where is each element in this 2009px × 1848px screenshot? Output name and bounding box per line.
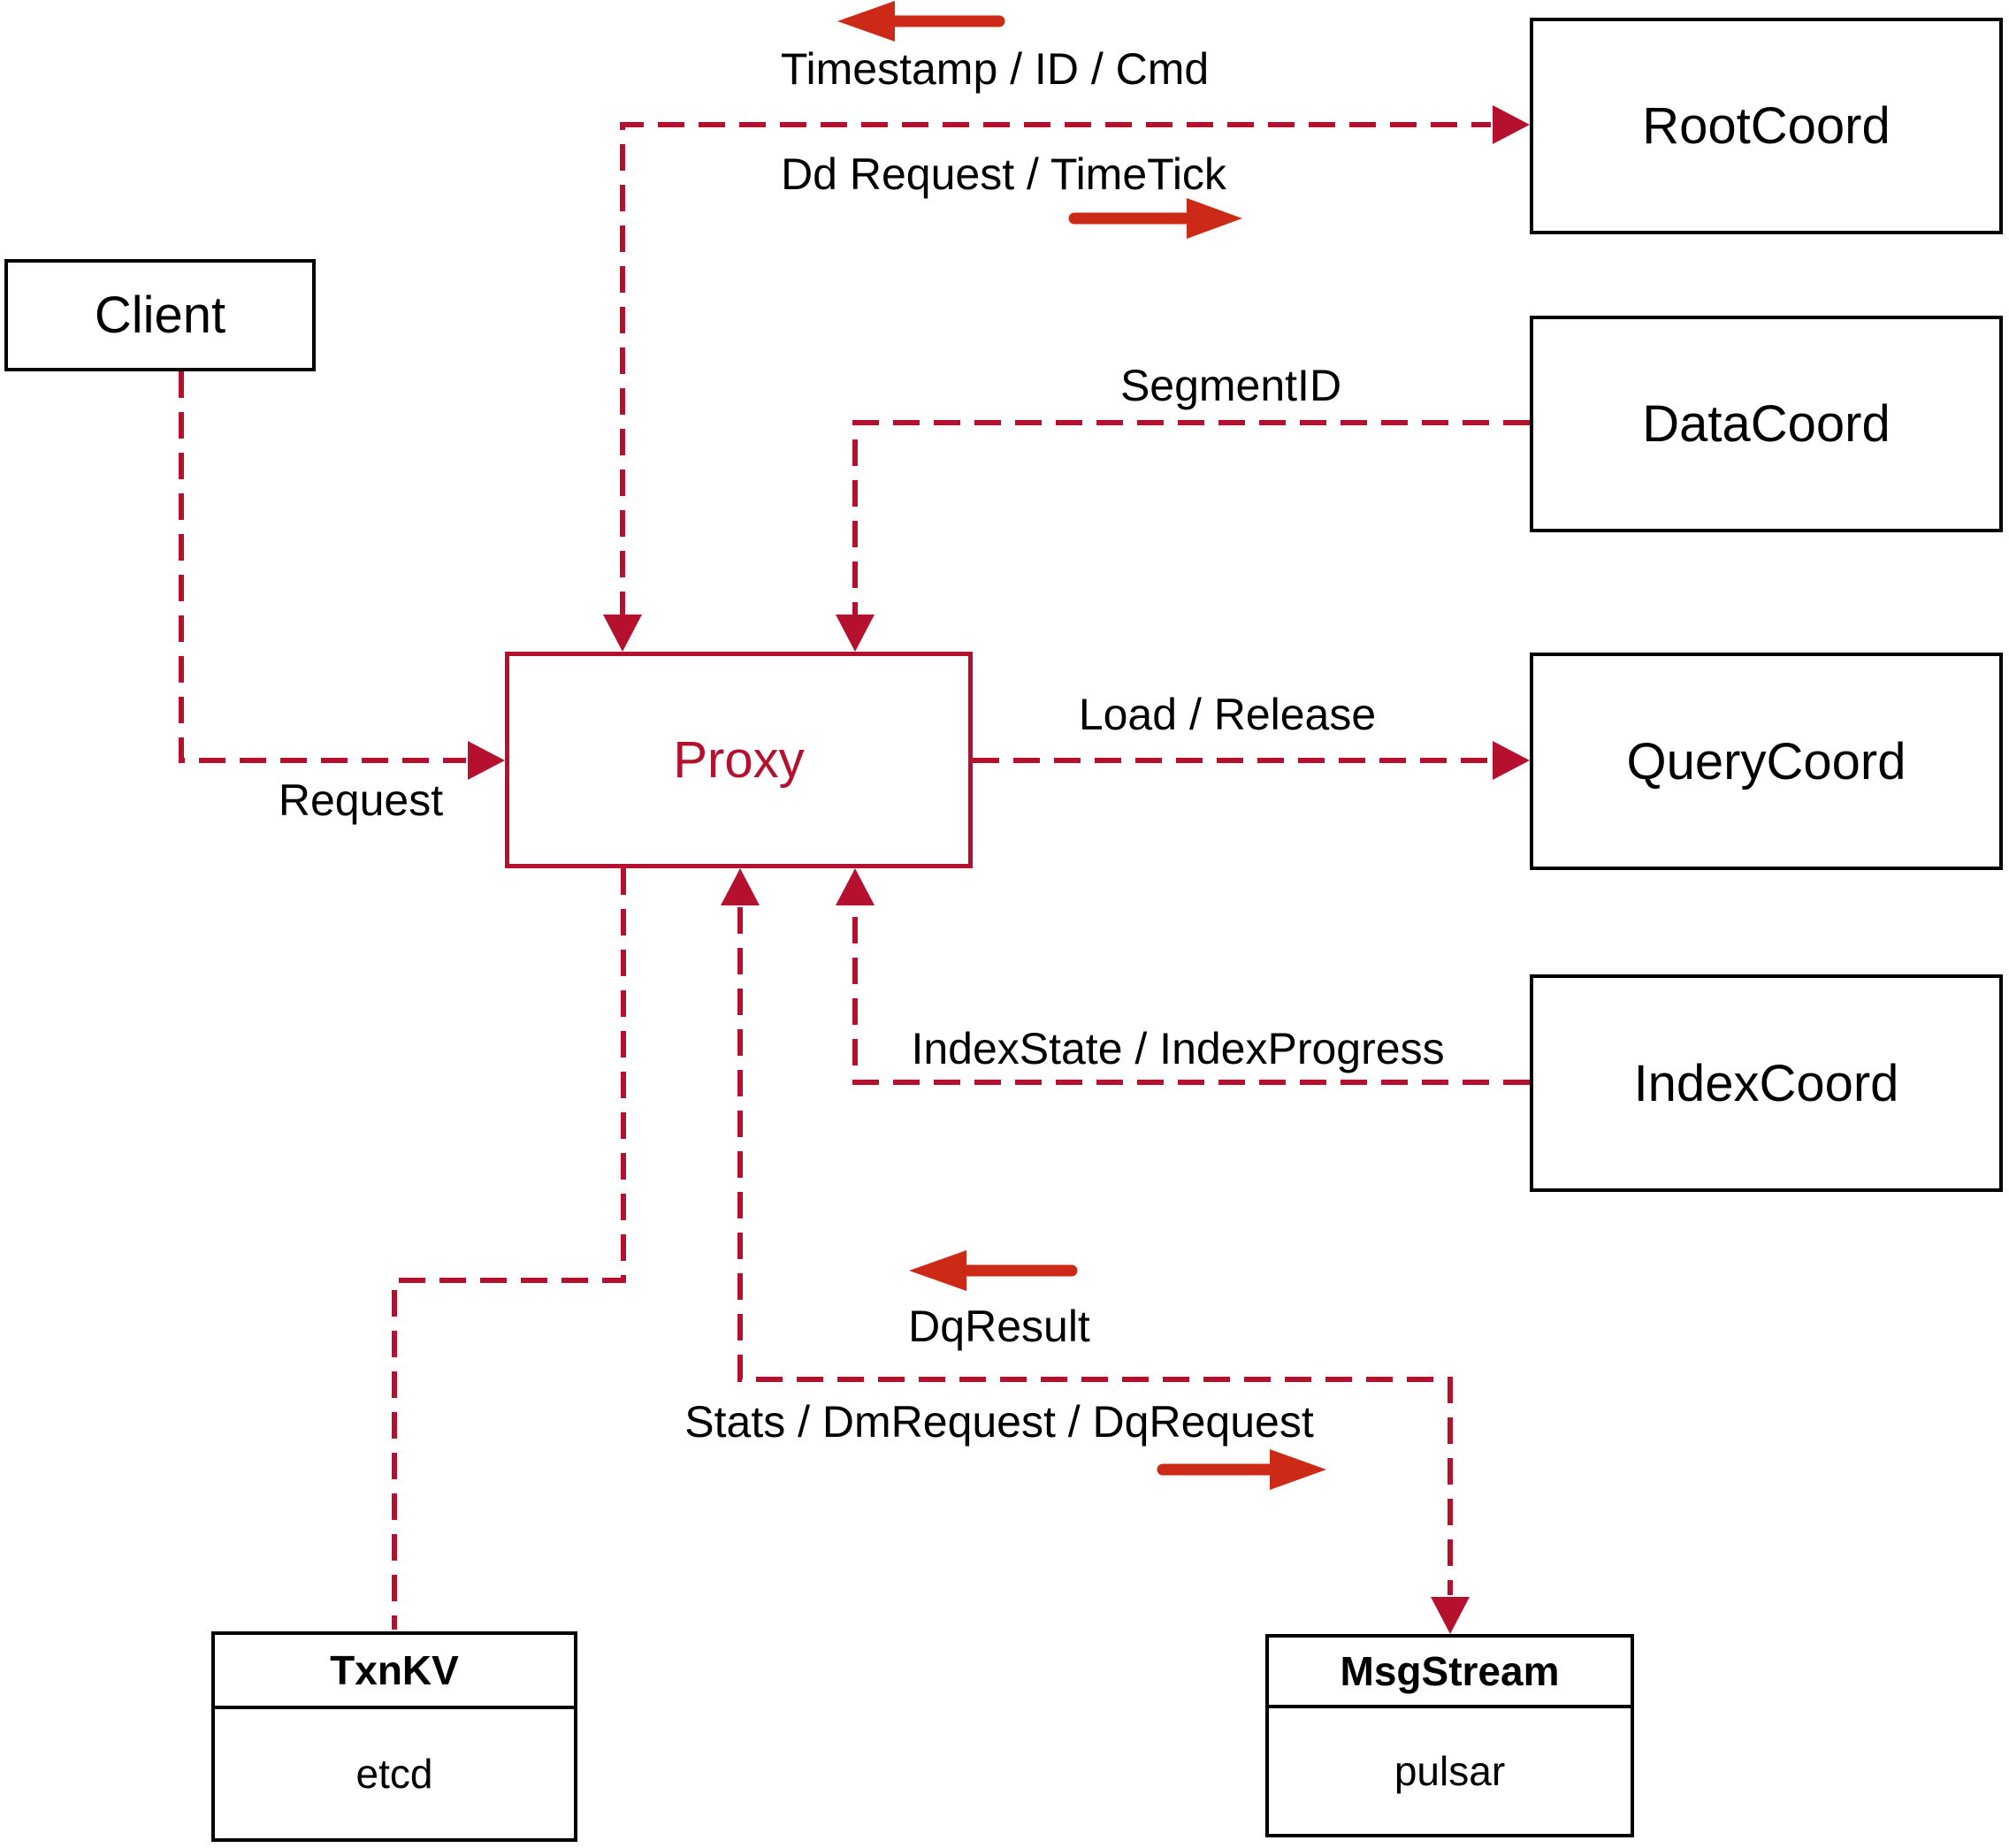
dqresult-direction-arrow-left xyxy=(909,1250,1078,1291)
edge-proxy-rootcoord xyxy=(620,122,1491,618)
edge-label-segmentid: SegmentID xyxy=(1119,361,1342,410)
edge-label-request: Request xyxy=(278,775,444,825)
node-proxy: Proxy xyxy=(505,652,973,868)
arrowhead-into-querycoord xyxy=(1493,741,1530,780)
node-datacoord-label: DataCoord xyxy=(1642,395,1891,453)
arrowhead-into-msgstream xyxy=(1431,1597,1470,1634)
node-client-label: Client xyxy=(94,286,226,344)
edge-client-proxy xyxy=(179,371,466,763)
node-txnkv: TxnKV etcd xyxy=(211,1631,577,1842)
edge-label-dqresult: DqResult xyxy=(908,1302,1090,1351)
edge-proxy-txnkv xyxy=(392,868,626,1630)
edge-label-load-release: Load / Release xyxy=(1078,690,1377,739)
node-indexcoord-label: IndexCoord xyxy=(1633,1054,1899,1112)
arrowhead-into-proxy-top-left xyxy=(603,615,642,652)
msgstream-impl: pulsar xyxy=(1394,1748,1506,1794)
node-msgstream: MsgStream pulsar xyxy=(1265,1634,1634,1837)
node-indexcoord: IndexCoord xyxy=(1530,974,2003,1192)
node-datacoord: DataCoord xyxy=(1530,316,2003,532)
arrowhead-into-proxy-bottom-right xyxy=(836,868,875,905)
txnkv-header: TxnKV xyxy=(215,1635,574,1709)
msgstream-title: MsgStream xyxy=(1340,1648,1560,1694)
txnkv-impl: etcd xyxy=(355,1751,433,1797)
edge-label-dd-request-timetick: Dd Request / TimeTick xyxy=(781,149,1226,199)
node-rootcoord-label: RootCoord xyxy=(1642,97,1891,155)
timestamp-direction-arrow-left xyxy=(837,1,1005,42)
arrowhead-into-proxy-top-right xyxy=(836,615,875,652)
edge-proxy-msgstream xyxy=(737,907,1453,1595)
stats-direction-arrow-right xyxy=(1157,1449,1326,1490)
edge-label-timestamp-id-cmd: Timestamp / ID / Cmd xyxy=(780,44,1210,94)
txnkv-body: etcd xyxy=(215,1709,574,1838)
arrowhead-into-proxy-left xyxy=(468,741,505,780)
node-querycoord-label: QueryCoord xyxy=(1626,732,1906,790)
dd-request-direction-arrow-right xyxy=(1068,198,1242,239)
edge-label-stats-dmrequest-dqrequest: Stats / DmRequest / DqRequest xyxy=(684,1397,1314,1447)
arrowhead-into-rootcoord xyxy=(1493,105,1530,144)
edge-label-indexstate-indexprogress: IndexState / IndexProgress xyxy=(911,1024,1445,1073)
node-client: Client xyxy=(4,259,316,371)
msgstream-header: MsgStream xyxy=(1269,1638,1631,1708)
arrowhead-into-proxy-bottom-left xyxy=(721,868,760,905)
node-rootcoord: RootCoord xyxy=(1530,18,2003,234)
edge-datacoord-proxy xyxy=(852,420,1530,618)
node-proxy-label: Proxy xyxy=(673,731,805,789)
txnkv-title: TxnKV xyxy=(330,1647,459,1693)
edge-indexcoord-proxy xyxy=(852,907,1530,1085)
msgstream-body: pulsar xyxy=(1269,1708,1631,1834)
node-querycoord: QueryCoord xyxy=(1530,653,2003,870)
